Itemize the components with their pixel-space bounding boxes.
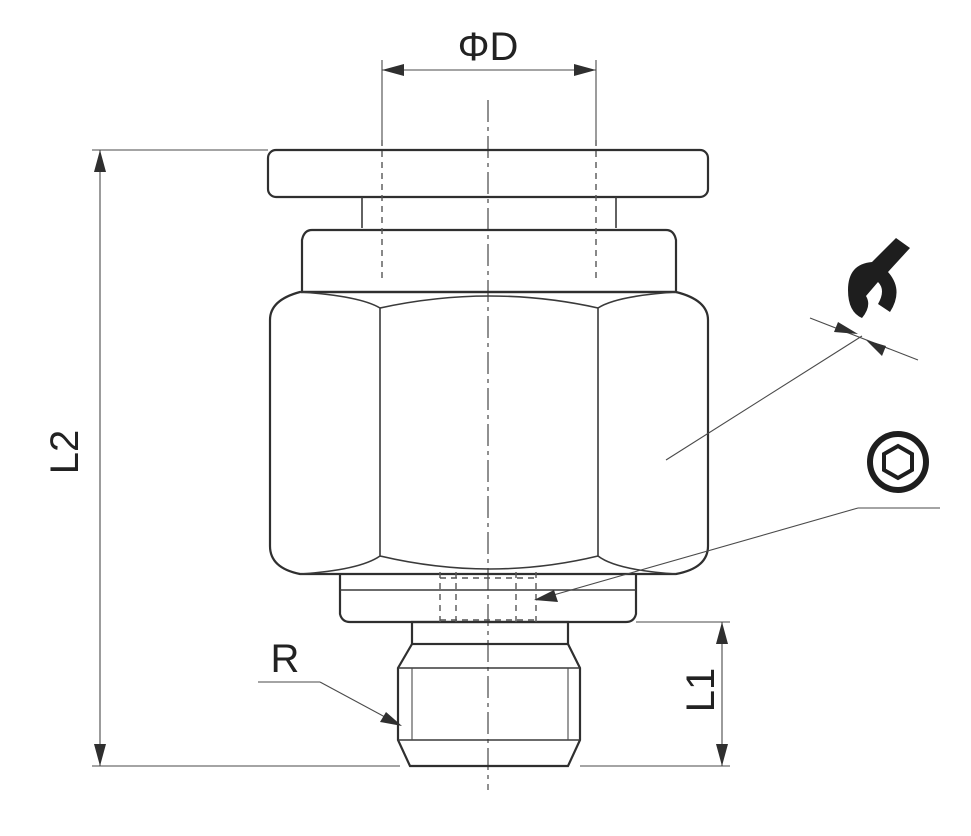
diameter-label: ΦD	[458, 25, 519, 69]
body-cap	[300, 228, 678, 294]
wrench-icon	[848, 238, 910, 318]
hidden-bore-lines	[381, 140, 597, 622]
dimension-diameter: ΦD	[381, 25, 597, 140]
thread-length-label: L1	[679, 668, 723, 713]
hex-body	[268, 290, 710, 576]
overall-length-label: L2	[43, 430, 87, 475]
hex-key-leader	[534, 507, 940, 602]
hex-socket-icon	[867, 431, 929, 493]
thread-label: R	[271, 637, 300, 681]
release-collar	[266, 148, 710, 228]
wrench-leader	[665, 317, 919, 461]
threaded-end	[396, 620, 582, 768]
dimension-thread-length: L1	[580, 621, 730, 767]
thread-leader: R	[258, 637, 402, 726]
dimension-overall-length: L2	[43, 149, 400, 767]
